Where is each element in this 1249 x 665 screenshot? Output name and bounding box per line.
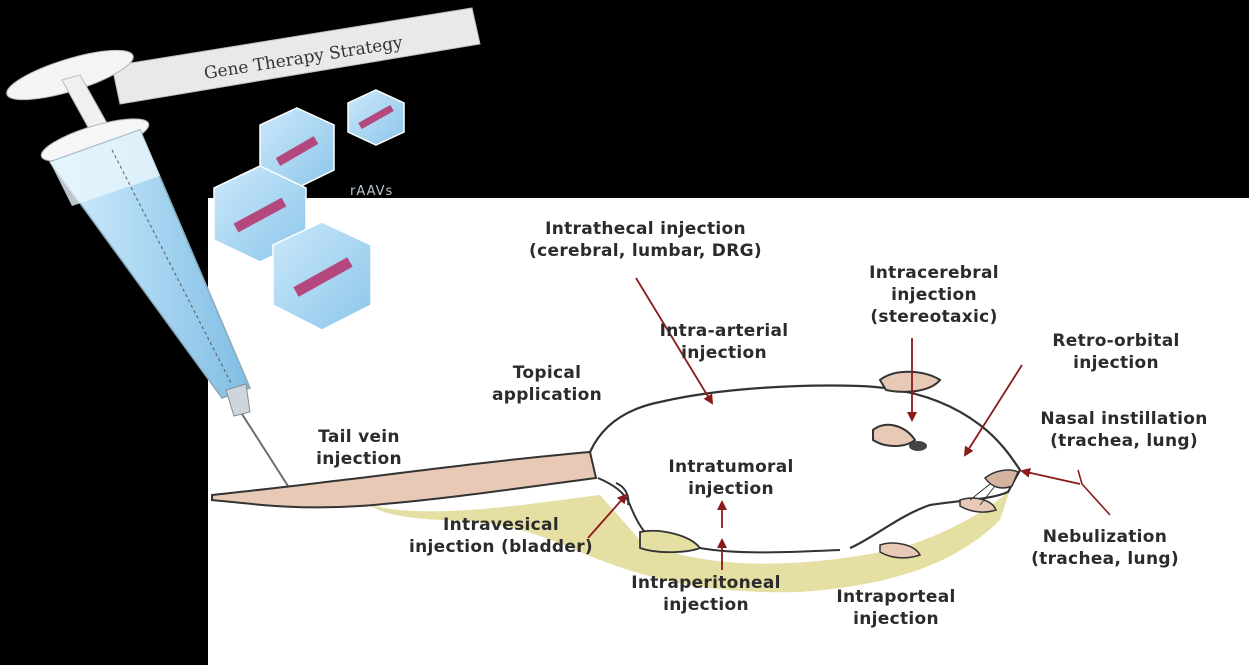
capsid-icon: [272, 221, 372, 331]
label-intratumoral: Intratumoral injection: [668, 457, 794, 499]
arrow-intravesical: [587, 493, 628, 539]
capsid-icon: [259, 107, 335, 189]
capsid-icon: [213, 165, 307, 263]
route-arrows: [587, 277, 1111, 570]
label-intraportal: Intraporteal injection: [836, 587, 956, 629]
capsid-icon: [347, 89, 405, 146]
label-intravesical: Intravesical injection (bladder): [409, 515, 593, 557]
label-nebulization: Nebulization (trachea, lung): [1031, 527, 1179, 569]
label-intra-arterial: Intra-arterial injection: [659, 321, 789, 363]
label-nasal: Nasal instillation (trachea, lung): [1040, 409, 1208, 451]
arrow-retro-orbital: [963, 364, 1023, 457]
label-topical: Topical application: [491, 363, 603, 405]
bracket-nebulization: [1077, 469, 1111, 516]
arrow-intrathecal: [635, 277, 714, 405]
syringe-icon: [6, 49, 289, 487]
mouse-illustration: [211, 370, 1022, 593]
raav-capsids: rAAVs: [213, 89, 405, 331]
label-retro-orbital: Retro-orbital injection: [1052, 331, 1180, 373]
label-tail-vein: Tail vein injection: [316, 427, 402, 469]
label-intrathecal: Intrathecal injection (cerebral, lumbar,…: [529, 219, 762, 261]
label-intracerebral: Intracerebral injection (stereotaxic): [869, 263, 999, 327]
raav-label: rAAVs: [350, 184, 393, 199]
arrow-nasal: [1020, 467, 1081, 485]
label-intraperitoneal: Intraperitoneal injection: [631, 573, 781, 615]
title-banner: Gene Therapy Strategy: [111, 7, 481, 105]
